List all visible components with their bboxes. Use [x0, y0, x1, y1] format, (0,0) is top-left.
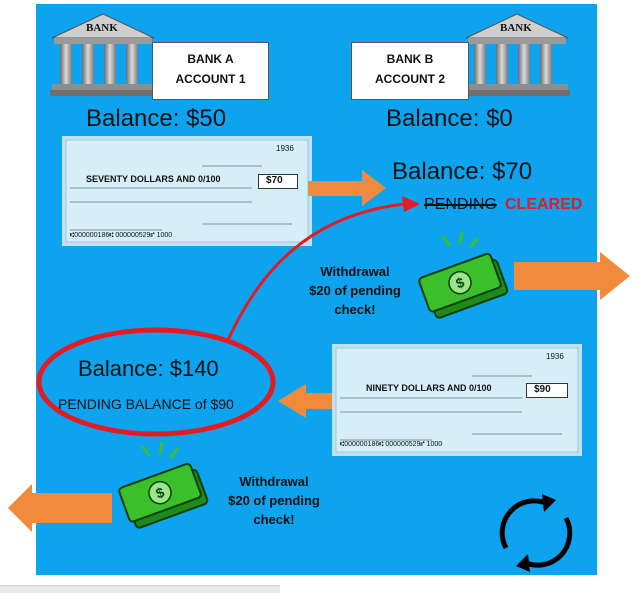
bank-b-label: BANK B ACCOUNT 2: [351, 42, 469, 100]
bank-b-balance: Balance: $0: [386, 105, 513, 132]
withdrawal-2-line3: check!: [253, 512, 295, 527]
account-2-pending: PENDING: [424, 196, 497, 213]
check-2-amount: $90: [534, 384, 551, 395]
check-1-amount-box: [258, 174, 298, 189]
bottom-strip: [0, 585, 280, 593]
check-1: [62, 136, 312, 246]
balance-oval: [36, 327, 276, 437]
check-1-micr: ⑆000000186⑆ 000000529⑈ 1000: [70, 232, 173, 239]
bank-a-account: ACCOUNT 1: [175, 72, 246, 86]
bank-a-balance: Balance: $50: [86, 105, 227, 132]
account-2-cleared: CLEARED: [505, 196, 583, 213]
refresh-cycle-icon: [499, 498, 573, 568]
bank-a-icon: [50, 13, 156, 96]
account-1-pending-balance: PENDING BALANCE of $90: [58, 396, 234, 412]
account-1-balance: Balance: $140: [78, 356, 219, 381]
arrow-check-1-to-bank-b: [308, 170, 386, 206]
withdrawal-2-line1: Withdrawal: [239, 474, 309, 489]
arrow-check-2-to-bank-a: [278, 384, 332, 418]
withdrawal-note-2: Withdrawal $20 of pending check!: [218, 472, 330, 529]
bank-a-name: BANK A: [187, 52, 234, 66]
red-arrow-head: [402, 196, 420, 212]
bank-a-label: BANK A ACCOUNT 1: [152, 42, 269, 100]
bank-b-icon: [464, 13, 570, 96]
withdrawal-1-line1: Withdrawal: [320, 264, 390, 279]
arrow-right-out: [514, 252, 630, 300]
check-2-micr: ⑆000000186⑆ 000000529⑈ 1000: [340, 441, 443, 448]
bank-b-account: ACCOUNT 2: [374, 72, 445, 86]
red-curved-arrow: [226, 202, 405, 341]
withdrawal-note-1: Withdrawal $20 of pending check!: [300, 262, 410, 319]
account-2-balance: Balance: $70: [392, 158, 533, 185]
refresh-arrowhead-2: [516, 554, 530, 572]
bank-a-icon-label: BANK: [86, 22, 118, 34]
check-2-amount-words: NINETY DOLLARS AND 0/100: [366, 383, 492, 393]
check-1-amount: $70: [266, 175, 283, 186]
bank-b-icon-label: BANK: [500, 22, 532, 34]
money-icon-1: $: [418, 231, 509, 319]
refresh-arrowhead-1: [542, 494, 556, 512]
money-icon-2: $: [118, 441, 209, 529]
bank-b-name: BANK B: [386, 52, 434, 66]
withdrawal-2-line2: $20 of pending: [228, 493, 320, 508]
withdrawal-1-line3: check!: [334, 302, 376, 317]
arrow-left-out: [8, 484, 112, 532]
check-2: [332, 344, 582, 456]
check-2-number: 1936: [546, 352, 564, 361]
withdrawal-1-line2: $20 of pending: [309, 283, 401, 298]
check-1-amount-words: SEVENTY DOLLARS AND 0/100: [86, 174, 221, 184]
check-2-amount-box: [526, 383, 568, 398]
check-1-number: 1936: [276, 144, 294, 153]
